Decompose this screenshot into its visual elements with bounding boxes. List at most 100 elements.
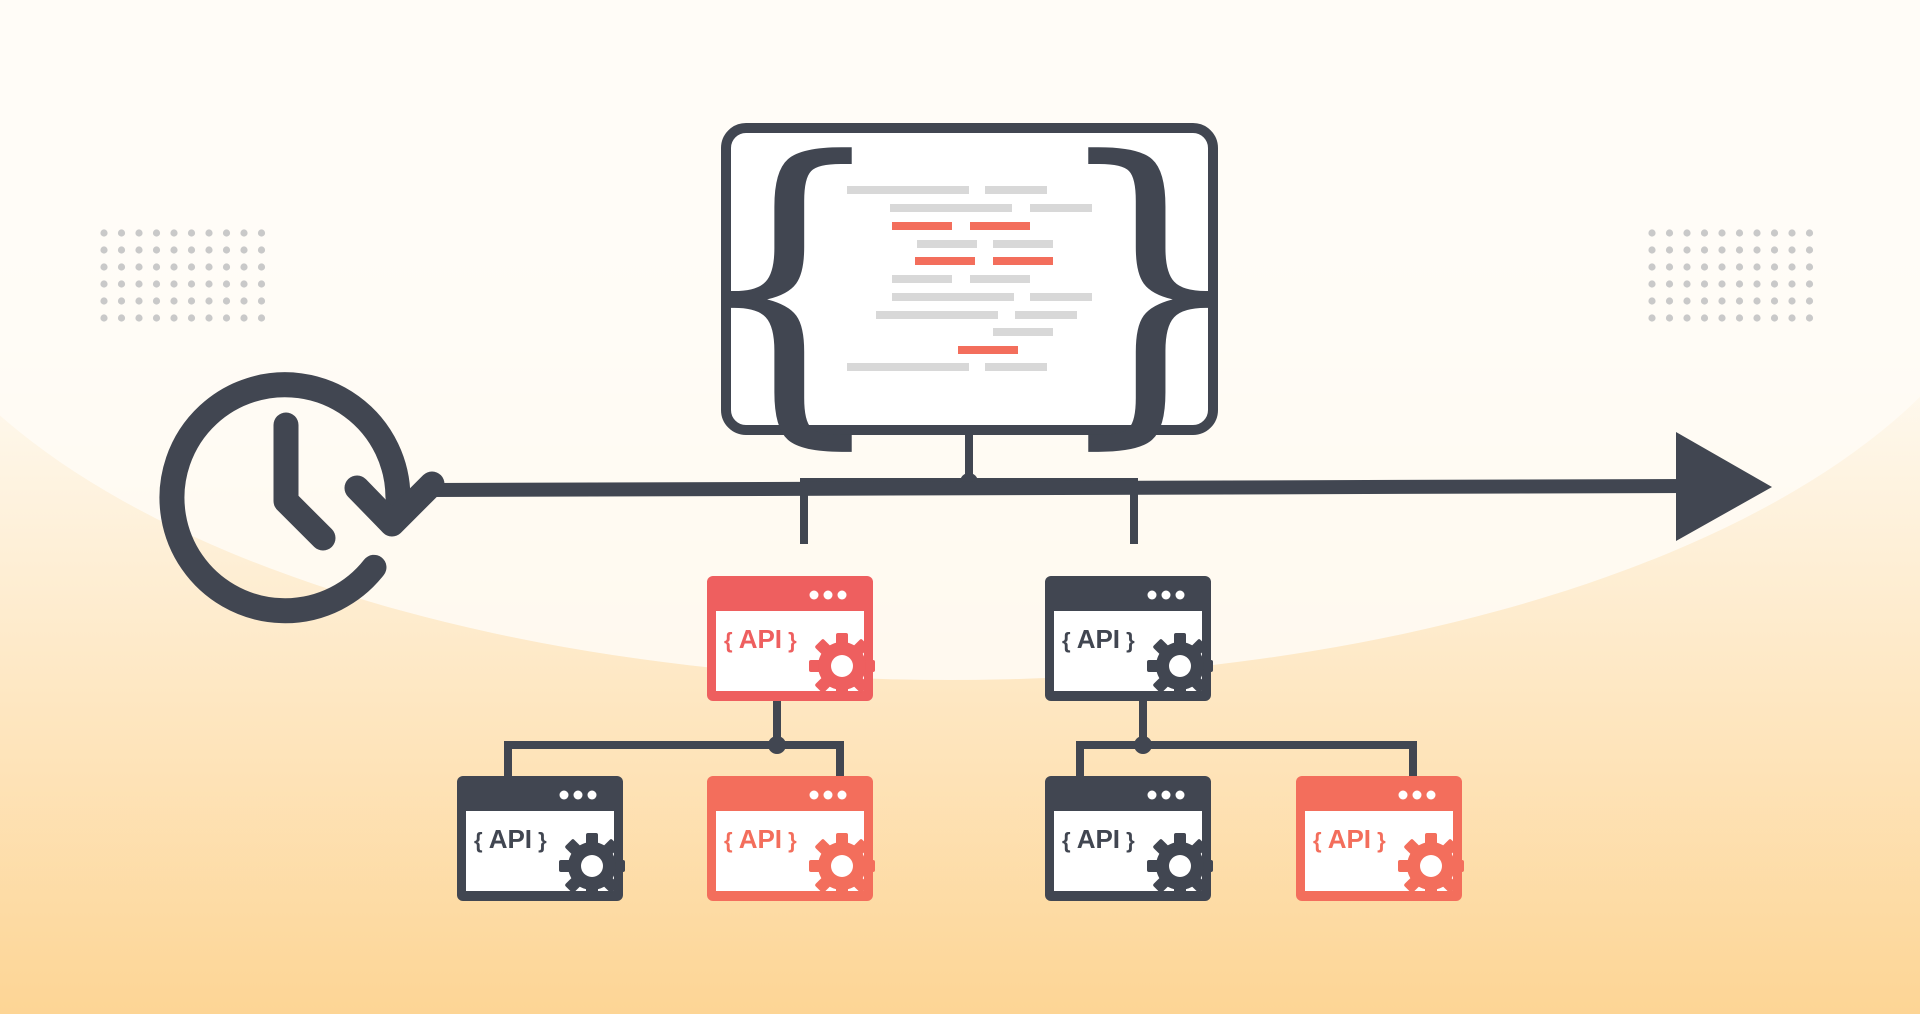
api-window-child-3: { API } <box>1045 776 1213 901</box>
dot <box>135 246 143 254</box>
dot <box>1805 229 1814 237</box>
junction-dot <box>768 736 786 754</box>
dot <box>1683 229 1691 237</box>
code-line <box>892 293 1014 301</box>
dot <box>1753 229 1761 237</box>
code-line-highlight <box>958 346 1018 354</box>
dot <box>1735 314 1744 322</box>
dot <box>240 297 248 305</box>
dot <box>1665 297 1674 305</box>
dot <box>1700 246 1709 254</box>
dot <box>117 297 126 305</box>
dot <box>1665 246 1674 254</box>
dot <box>100 263 108 271</box>
dot <box>1753 314 1761 322</box>
code-line <box>847 363 969 371</box>
dot <box>1735 229 1744 237</box>
dot <box>1770 297 1779 305</box>
dot <box>1770 263 1779 271</box>
dot <box>152 263 161 271</box>
dot <box>222 280 231 288</box>
dot <box>100 314 108 322</box>
dot <box>222 263 231 271</box>
dot <box>170 246 178 254</box>
window-dot <box>1175 590 1185 600</box>
dot <box>1770 280 1779 288</box>
api-window-parent-left: { API } <box>707 576 875 701</box>
window-dot <box>573 790 583 800</box>
gear-icon <box>809 833 875 899</box>
dot <box>117 229 126 237</box>
code-line <box>1030 204 1092 212</box>
dot <box>1805 246 1814 254</box>
dot <box>1683 280 1691 288</box>
dot <box>257 297 266 305</box>
timeline-arrow-icon <box>429 432 1772 541</box>
window-dot <box>809 790 819 800</box>
api-label: { API } <box>474 824 547 854</box>
dot <box>240 246 248 254</box>
dot <box>257 280 266 288</box>
dot <box>257 314 266 322</box>
dot <box>1770 314 1779 322</box>
dot <box>187 246 196 254</box>
window-dot <box>837 790 847 800</box>
dot <box>117 246 126 254</box>
dot <box>1683 297 1691 305</box>
dot <box>1753 280 1761 288</box>
dot <box>135 263 143 271</box>
code-line <box>890 204 1012 212</box>
dot <box>135 229 143 237</box>
window-dot <box>809 590 819 600</box>
dot <box>100 297 108 305</box>
dot <box>1700 297 1709 305</box>
code-line <box>892 275 952 283</box>
gear-icon <box>1398 833 1464 899</box>
dot <box>257 229 266 237</box>
dot <box>152 229 161 237</box>
code-line <box>970 275 1030 283</box>
dot <box>117 280 126 288</box>
code-line <box>917 240 977 248</box>
dot <box>1648 280 1656 288</box>
code-lines <box>847 186 1092 371</box>
dot <box>152 280 161 288</box>
dot <box>1805 263 1814 271</box>
dot <box>135 280 143 288</box>
clock-rewind-icon <box>159 372 445 624</box>
dot <box>1735 280 1744 288</box>
dot <box>117 314 126 322</box>
dot <box>240 229 248 237</box>
window-dot <box>1147 590 1157 600</box>
dot <box>1700 263 1709 271</box>
dot <box>152 246 161 254</box>
dot <box>1665 314 1674 322</box>
dot <box>100 246 108 254</box>
dot <box>205 263 213 271</box>
dot <box>170 314 178 322</box>
dot <box>170 263 178 271</box>
dot <box>222 229 231 237</box>
api-window-child-4: { API } <box>1296 776 1464 901</box>
dot <box>1718 314 1726 322</box>
gear-icon <box>559 833 625 899</box>
dot <box>240 314 248 322</box>
dot <box>187 229 196 237</box>
dot <box>1700 314 1709 322</box>
dot <box>152 314 161 322</box>
dot <box>257 246 266 254</box>
dot <box>1718 280 1726 288</box>
dot <box>187 314 196 322</box>
window-dot <box>837 590 847 600</box>
api-window-parent-right: { API } <box>1045 576 1213 701</box>
dot <box>205 229 213 237</box>
dot <box>1718 263 1726 271</box>
dot <box>1683 246 1691 254</box>
dot <box>1648 263 1656 271</box>
dot <box>1718 246 1726 254</box>
window-dot <box>1175 790 1185 800</box>
dot <box>222 297 231 305</box>
dot <box>240 263 248 271</box>
dot <box>1648 297 1656 305</box>
dot <box>1700 229 1709 237</box>
